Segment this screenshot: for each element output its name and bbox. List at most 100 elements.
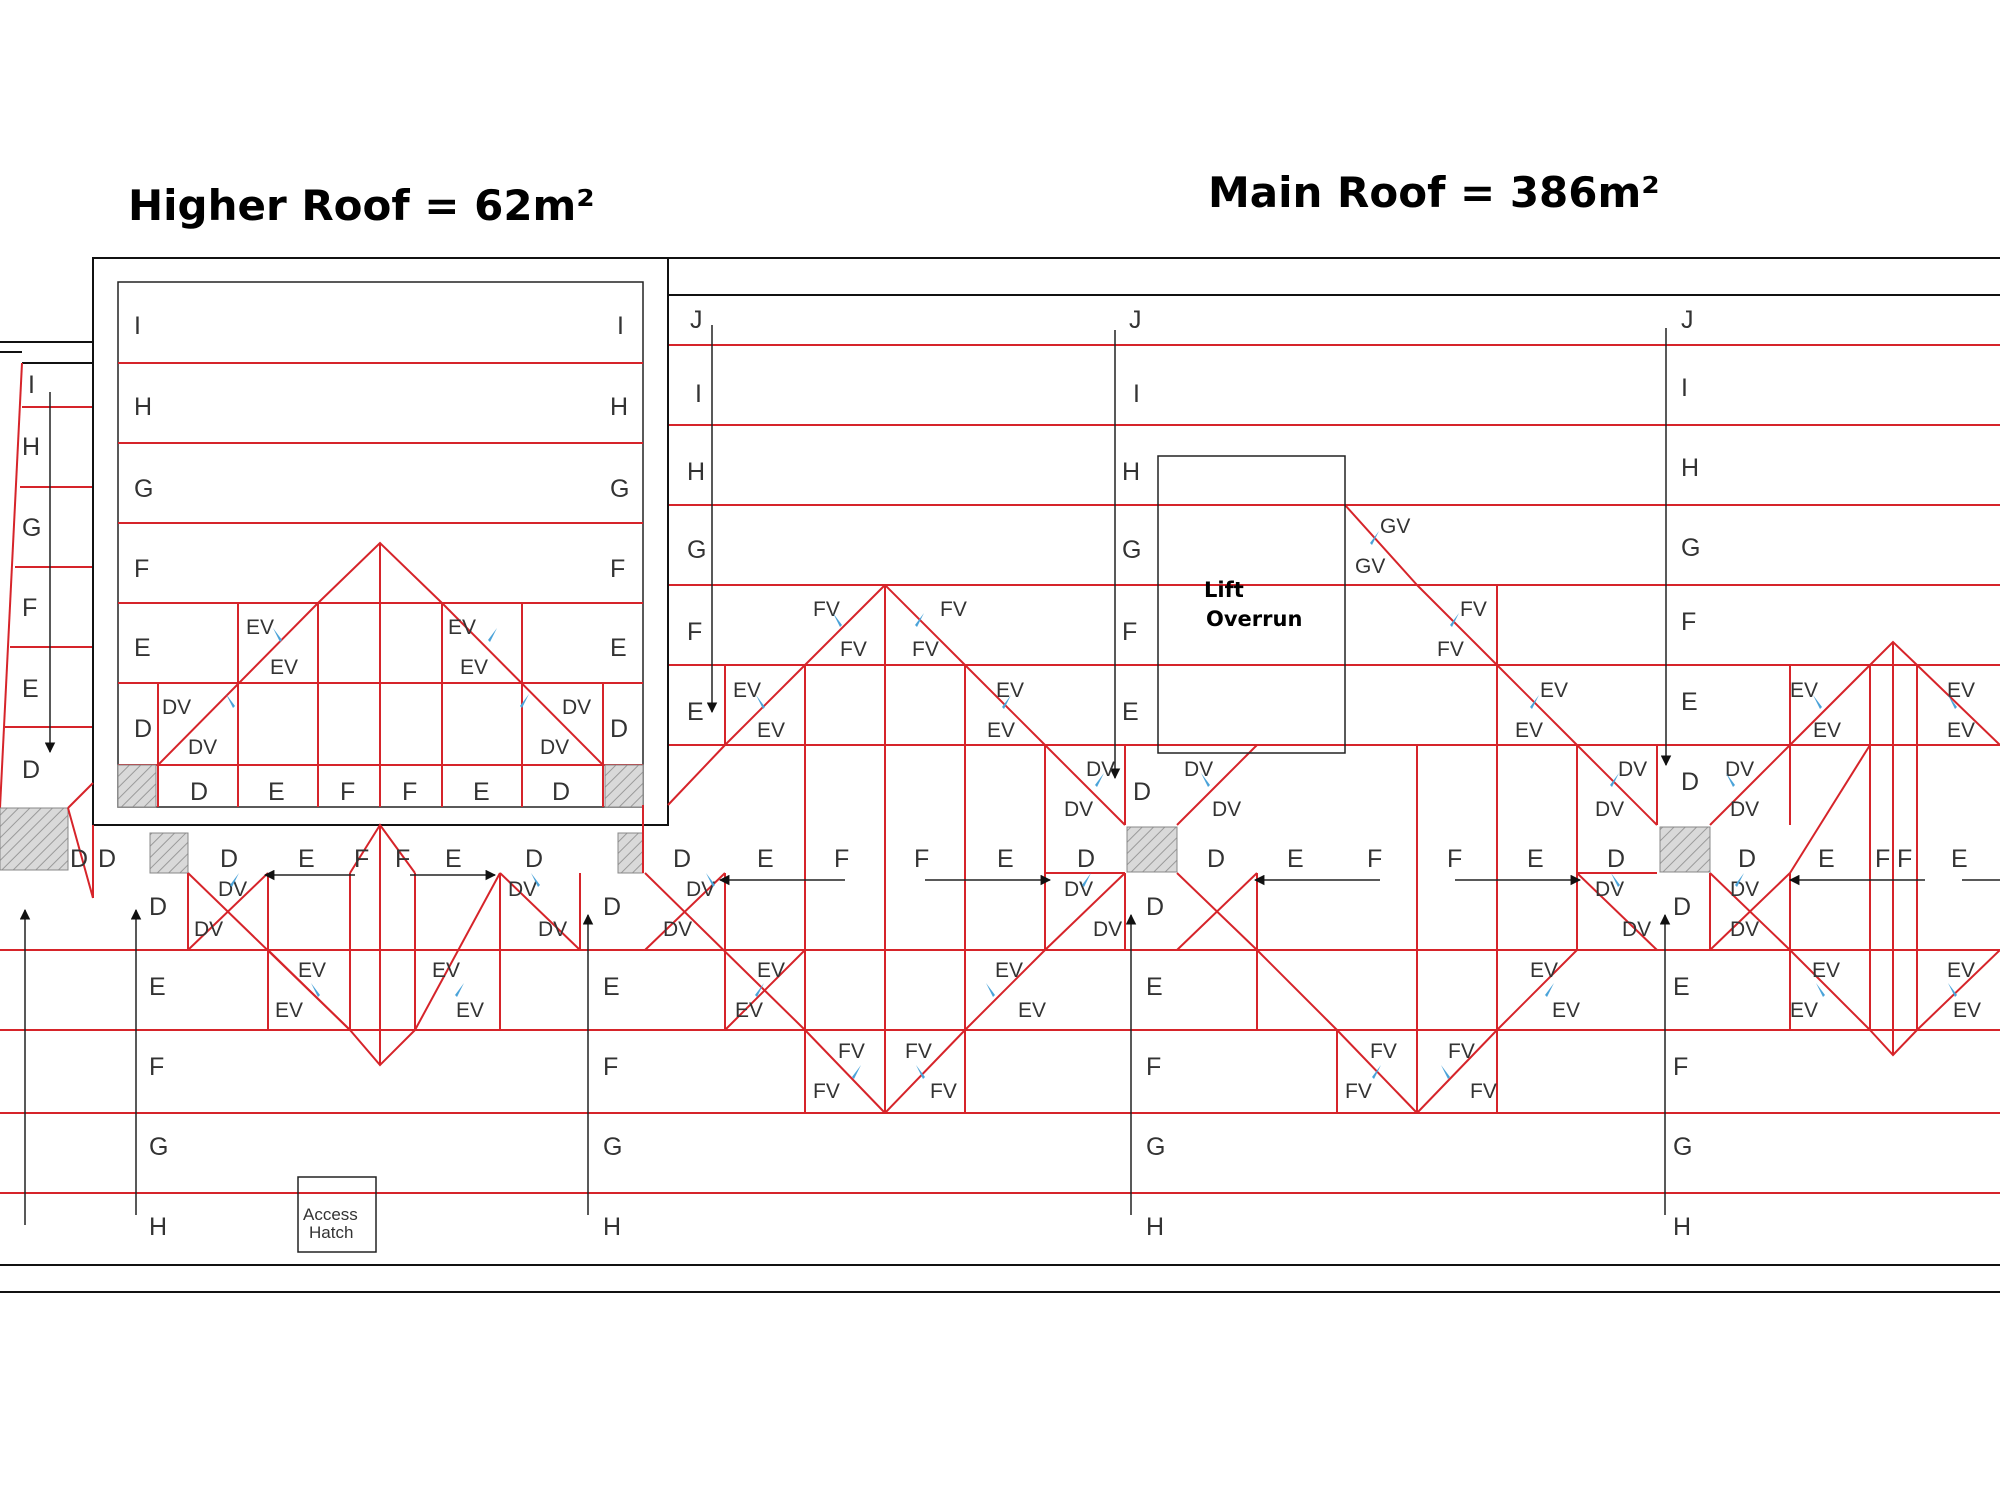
valley-label-fv: FV (940, 598, 967, 621)
valley-label-dv: DV (1725, 758, 1754, 781)
valley-label-fv: FV (912, 638, 939, 661)
valley-arrow-icon (1450, 613, 1459, 627)
course-letter-g: G (134, 475, 153, 503)
valley-arrow-icon (230, 873, 239, 887)
valley-arrow-icon (1372, 1065, 1381, 1079)
course-letter-d: D (22, 756, 40, 784)
valley-arrow-icon (1735, 873, 1744, 887)
valley-arrow-icon (1948, 695, 1957, 709)
valley-label-ev: EV (757, 719, 785, 742)
course-letter-h: H (1146, 1213, 1164, 1241)
valley-label-ev: EV (448, 616, 476, 639)
valley-arrow-icon (833, 613, 842, 627)
valley-arrow-icon (311, 983, 320, 997)
course-letter-f: F (914, 845, 929, 873)
course-letter-g: G (1122, 536, 1141, 564)
course-letter-e: E (610, 634, 627, 662)
course-letter-f: F (1673, 1053, 1688, 1081)
course-letter-d: D (1607, 845, 1625, 873)
main-roof-title: Main Roof = 386m² (1208, 168, 1660, 217)
valley-label-dv: DV (218, 878, 247, 901)
course-letter-e: E (473, 778, 490, 806)
valley-label-dv: DV (1086, 758, 1115, 781)
valley-arrow-icon (1201, 773, 1210, 787)
valley-arrow-icon (520, 694, 529, 708)
valley-label-ev: EV (460, 656, 488, 679)
valley-label-ev: EV (1812, 959, 1840, 982)
course-letter-j: J (690, 306, 703, 334)
course-letter-g: G (1673, 1133, 1692, 1161)
valley-label-dv: DV (1730, 918, 1759, 941)
course-letter-i: I (617, 312, 624, 340)
course-letter-e: E (1527, 845, 1544, 873)
valley-label-dv: DV (686, 878, 715, 901)
valley-arrow-icon (1545, 983, 1554, 997)
course-letter-j: J (1129, 306, 1142, 334)
valley-label-fv: FV (813, 598, 840, 621)
valley-arrow-icon (1726, 773, 1735, 787)
course-letter-e: E (997, 845, 1014, 873)
course-letter-d: D (1207, 845, 1225, 873)
course-letter-d: D (1133, 778, 1151, 806)
lift-overrun: Lift Overrun (1157, 455, 1346, 754)
valley-label-dv: DV (1184, 758, 1213, 781)
course-letter-f: F (834, 845, 849, 873)
course-letter-e: E (134, 634, 151, 662)
valley-arrow-icon (1816, 983, 1825, 997)
lift-overrun-line2: Overrun (1206, 607, 1302, 631)
course-letter-d: D (98, 845, 116, 873)
course-letter-f: F (395, 845, 410, 873)
valley-arrow-icon (455, 983, 464, 997)
course-letter-h: H (1673, 1213, 1691, 1241)
course-letter-f: F (1681, 608, 1696, 636)
course-letter-e: E (22, 675, 39, 703)
course-letter-e: E (687, 698, 704, 726)
course-letter-f: F (1875, 845, 1890, 873)
course-letter-f: F (610, 555, 625, 583)
valley-label-fv: FV (1448, 1040, 1475, 1063)
valley-label-fv: FV (1345, 1080, 1372, 1103)
valley-arrow-icon (226, 694, 235, 708)
valley-arrow-icon (755, 983, 764, 997)
course-letter-g: G (610, 475, 629, 503)
main-roof-valleys (0, 504, 2000, 1114)
valley-label-dv: DV (1212, 798, 1241, 821)
valley-arrow-icon (531, 873, 540, 887)
valley-label-ev: EV (298, 959, 326, 982)
valley-label-fv: FV (905, 1040, 932, 1063)
valley-arrow-icon (915, 613, 924, 627)
course-letter-g: G (22, 514, 41, 542)
course-letter-e: E (1951, 845, 1968, 873)
course-letter-h: H (687, 458, 705, 486)
valley-label-dv: DV (663, 918, 692, 941)
valley-label-dv: DV (1064, 798, 1093, 821)
valley-label-dv: DV (562, 696, 591, 719)
valley-arrows (226, 531, 1957, 1079)
valley-label-ev: EV (1515, 719, 1543, 742)
valley-arrow-icon (852, 1065, 861, 1079)
course-letter-f: F (354, 845, 369, 873)
course-letter-d: D (1673, 893, 1691, 921)
valley-label-dv: DV (1595, 798, 1624, 821)
course-letter-h: H (1681, 454, 1699, 482)
course-letter-d: D (1738, 845, 1756, 873)
main-roof-course-lines (0, 344, 2000, 1194)
valley-arrow-icon (1948, 983, 1957, 997)
course-letter-e: E (1287, 845, 1304, 873)
valley-label-fv: FV (840, 638, 867, 661)
higher-roof (92, 257, 669, 826)
valley-label-dv: DV (1730, 798, 1759, 821)
valley-label-ev: EV (757, 959, 785, 982)
course-letter-e: E (1681, 688, 1698, 716)
course-letter-d: D (70, 845, 88, 873)
course-letter-h: H (610, 393, 628, 421)
valley-arrow-icon (1002, 695, 1011, 709)
course-letter-h: H (1122, 458, 1140, 486)
valley-label-fv: FV (838, 1040, 865, 1063)
valley-label-ev: EV (733, 679, 761, 702)
valley-label-ev: EV (270, 656, 298, 679)
course-letter-d: D (610, 715, 628, 743)
valley-arrow-icon (1082, 873, 1091, 887)
